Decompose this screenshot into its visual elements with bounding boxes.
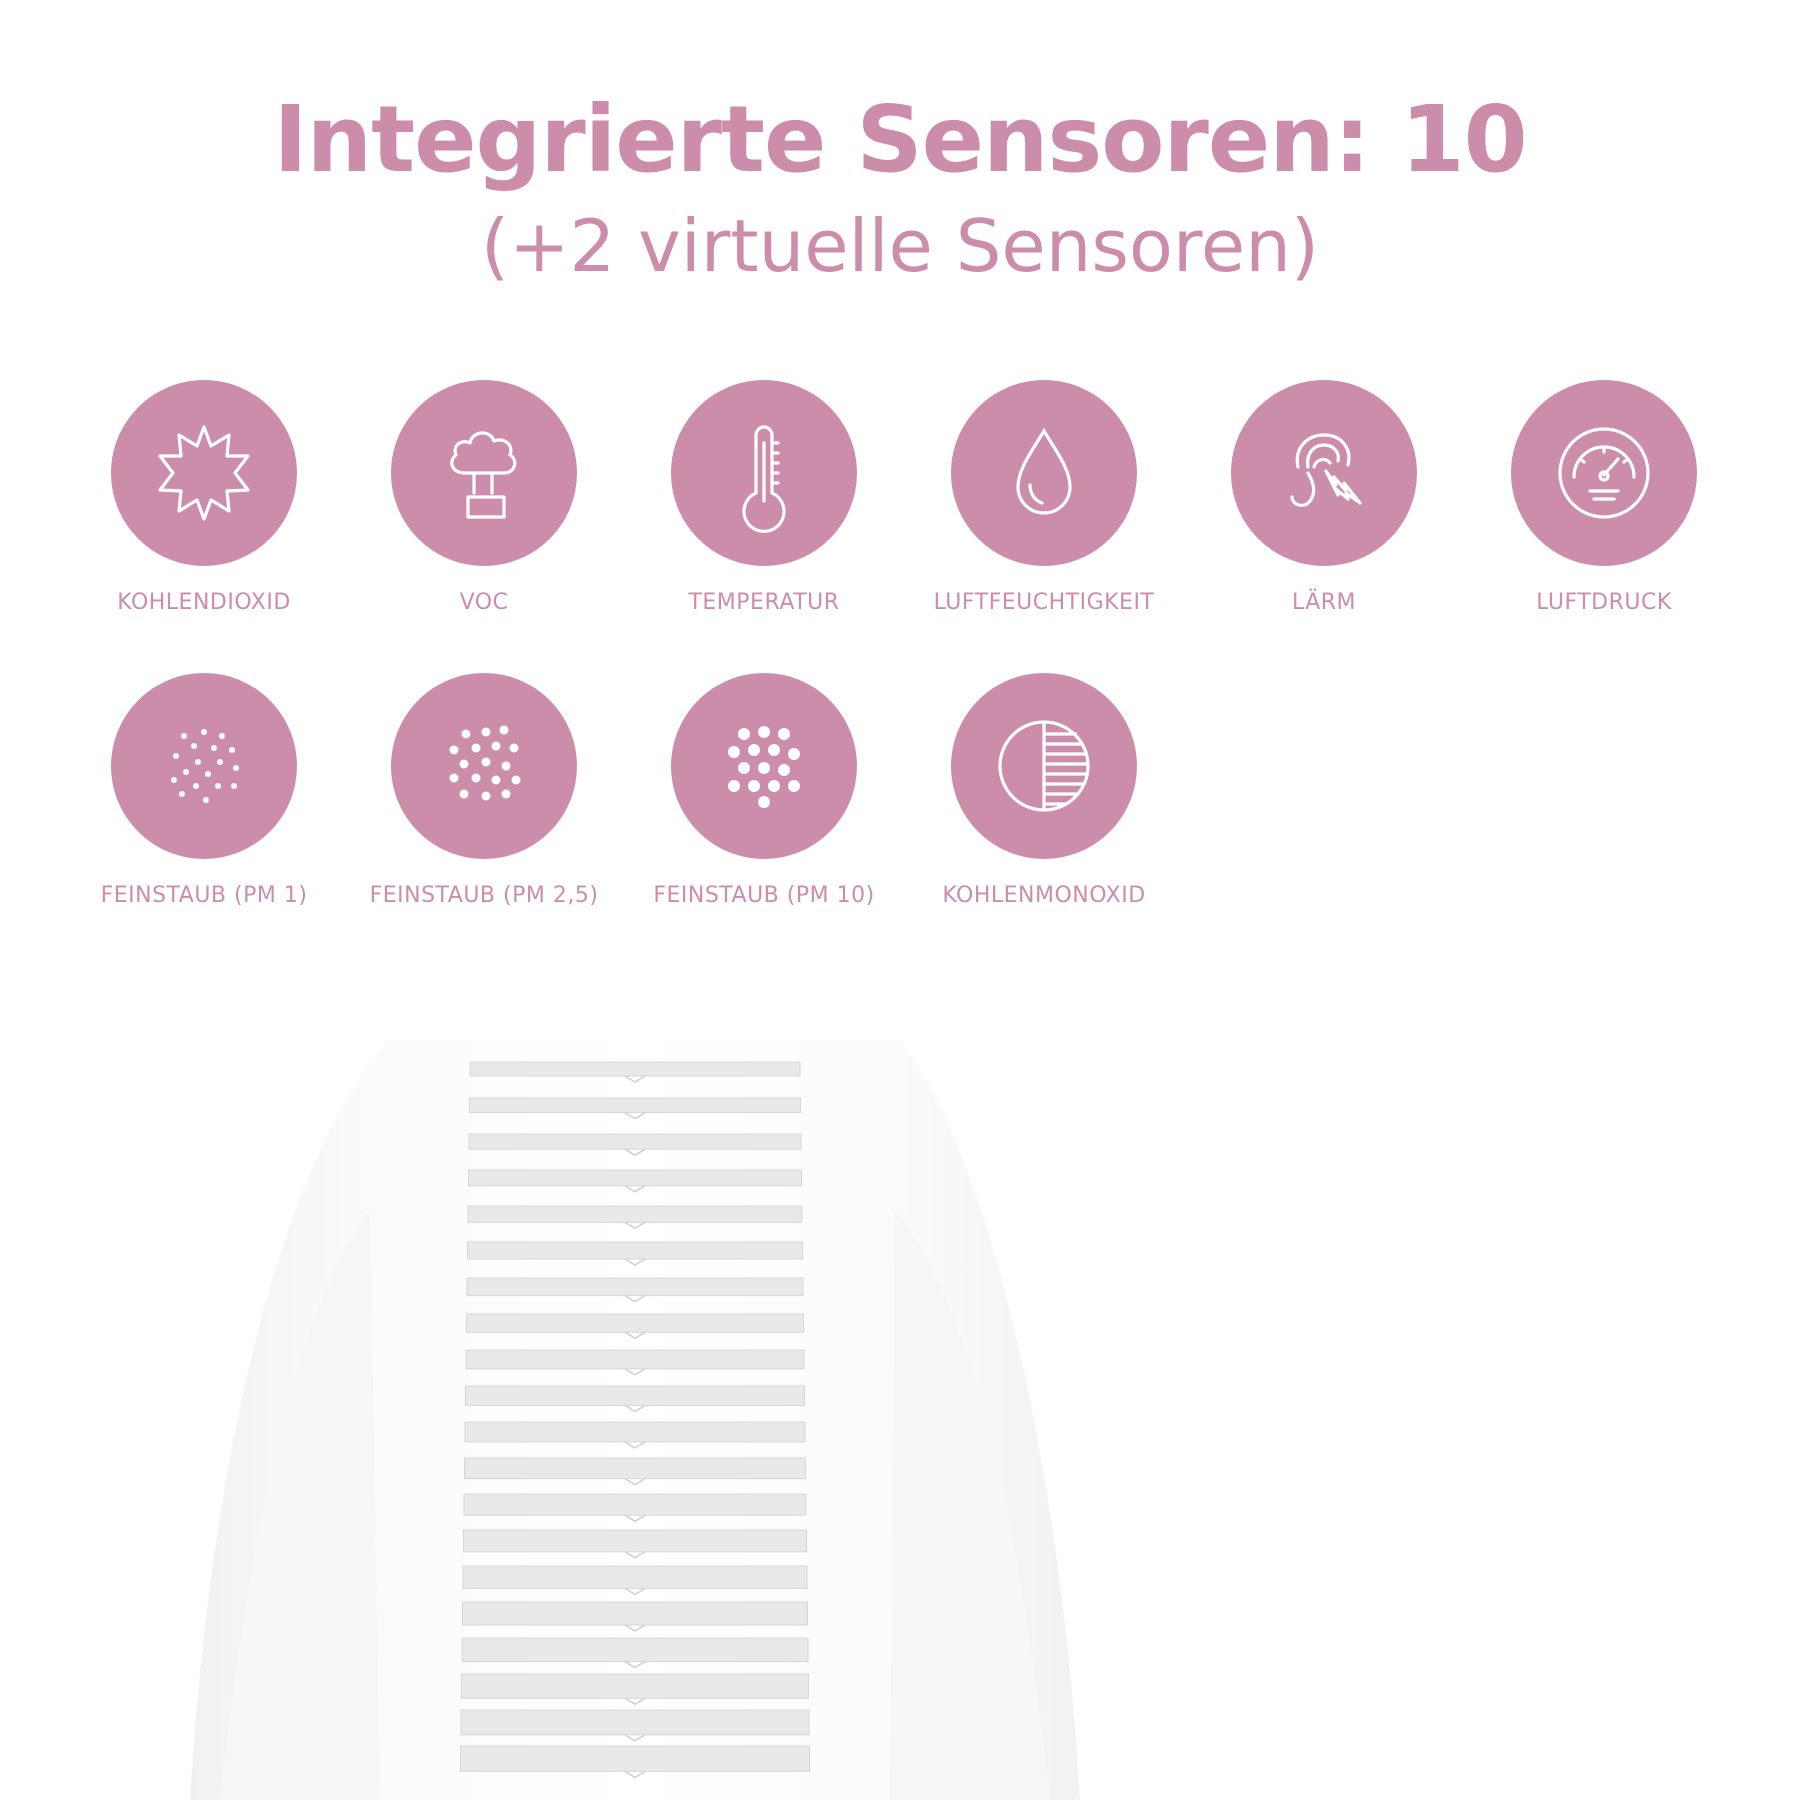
vent-notch [624,1368,646,1376]
sensor-circle [951,380,1137,566]
vent-notch [624,1697,646,1706]
device-body [190,1040,1080,1800]
gauge-icon [1558,427,1650,519]
vent-slat [467,1241,803,1260]
sensor-label: KOHLENMONOXID [942,883,1146,908]
medium-dots-icon [449,725,521,801]
device-right-groove [890,1210,1050,1800]
vent-slat [462,1601,808,1626]
vent-notch [624,1185,646,1193]
vent-slat [469,1061,801,1077]
vent-notch [624,1587,646,1596]
sensor-circle [1231,380,1417,566]
vent-notch [624,1514,646,1523]
ear-lightning-icon [1290,433,1362,507]
vent-slat [463,1493,807,1516]
sensor-luftfeuchtigkeit: LUFTFEUCHTIGKEIT [904,380,1184,615]
large-dots-icon [728,726,800,808]
vent-notch [624,1660,646,1669]
vent-slat [464,1457,806,1480]
vent-slat [468,1169,802,1187]
sensor-feinstaub-pm25: FEINSTAUB (PM 2,5) [344,673,624,908]
vent-slat [467,1205,803,1223]
vent-notch [624,1477,646,1486]
sensor-kohlenmonoxid: KOHLENMONOXID [904,673,1184,908]
sensor-circle [111,673,297,859]
cloud-box-icon [450,431,517,519]
thermometer-icon [742,425,786,533]
sensor-feinstaub-pm1: FEINSTAUB (PM 1) [64,673,344,908]
vent-slat [463,1529,807,1553]
page-subtitle: (+2 virtuelle Sensoren) [481,204,1319,288]
vent-slat [466,1277,804,1297]
vent-slat [468,1133,802,1150]
sensor-label: LUFTFEUCHTIGKEIT [933,590,1155,615]
droplet-icon [1016,427,1072,515]
sensor-label: FEINSTAUB (PM 1) [100,883,308,908]
vent-notch [624,1148,646,1157]
vent-slat [462,1565,808,1589]
vent-slat [460,1745,810,1772]
vent-slat [460,1709,810,1736]
vent-slat [465,1349,805,1370]
starburst-icon [158,425,250,521]
vent-notch [624,1258,646,1266]
sensor-circle [671,380,857,566]
vent-slat [465,1385,805,1406]
vent-notch [624,1551,646,1559]
sensor-label: VOC [459,590,509,615]
sensor-luftdruck: LUFTDRUCK [1464,380,1744,615]
device-vent-grille [460,1061,810,1779]
sensor-label: LÄRM [1291,590,1357,615]
vent-notch [624,1075,646,1083]
sensor-feinstaub-pm10: FEINSTAUB (PM 10) [624,673,904,908]
vent-slat [469,1097,801,1114]
vent-notch [624,1770,646,1779]
half-striped-circle-icon [998,720,1090,812]
sensor-label: LUFTDRUCK [1536,590,1672,615]
sensor-circle [111,380,297,566]
sensor-circle [1511,380,1697,566]
device-left-groove [220,1210,380,1800]
vent-notch [624,1624,646,1632]
vent-notch [624,1111,646,1120]
sensor-temperatur: TEMPERATUR [624,380,904,615]
sensor-label: TEMPERATUR [688,590,840,615]
sensor-circle [671,673,857,859]
sensor-label: FEINSTAUB (PM 2,5) [369,883,599,908]
sensor-label: KOHLENDIOXID [117,590,291,615]
sensor-laerm: LÄRM [1184,380,1464,615]
vent-slat [461,1673,809,1699]
page-title: Integrierte Sensoren: 10 [273,86,1527,193]
vent-notch [624,1331,646,1340]
fine-dots-icon [171,729,239,803]
vent-notch [624,1221,646,1230]
vent-slat [464,1421,806,1443]
vent-notch [624,1734,646,1742]
sensor-kohlendioxid: KOHLENDIOXID [64,380,344,615]
vent-notch [624,1294,646,1303]
sensor-circle [951,673,1137,859]
vent-slat [466,1313,804,1333]
sensor-circle [391,673,577,859]
sensor-circle [391,380,577,566]
sensor-voc: VOC [344,380,624,615]
vent-notch [624,1404,646,1413]
vent-notch [624,1441,646,1449]
sensor-label: FEINSTAUB (PM 10) [653,883,875,908]
vent-slat [461,1637,809,1663]
device-illustration [190,1040,1080,1800]
